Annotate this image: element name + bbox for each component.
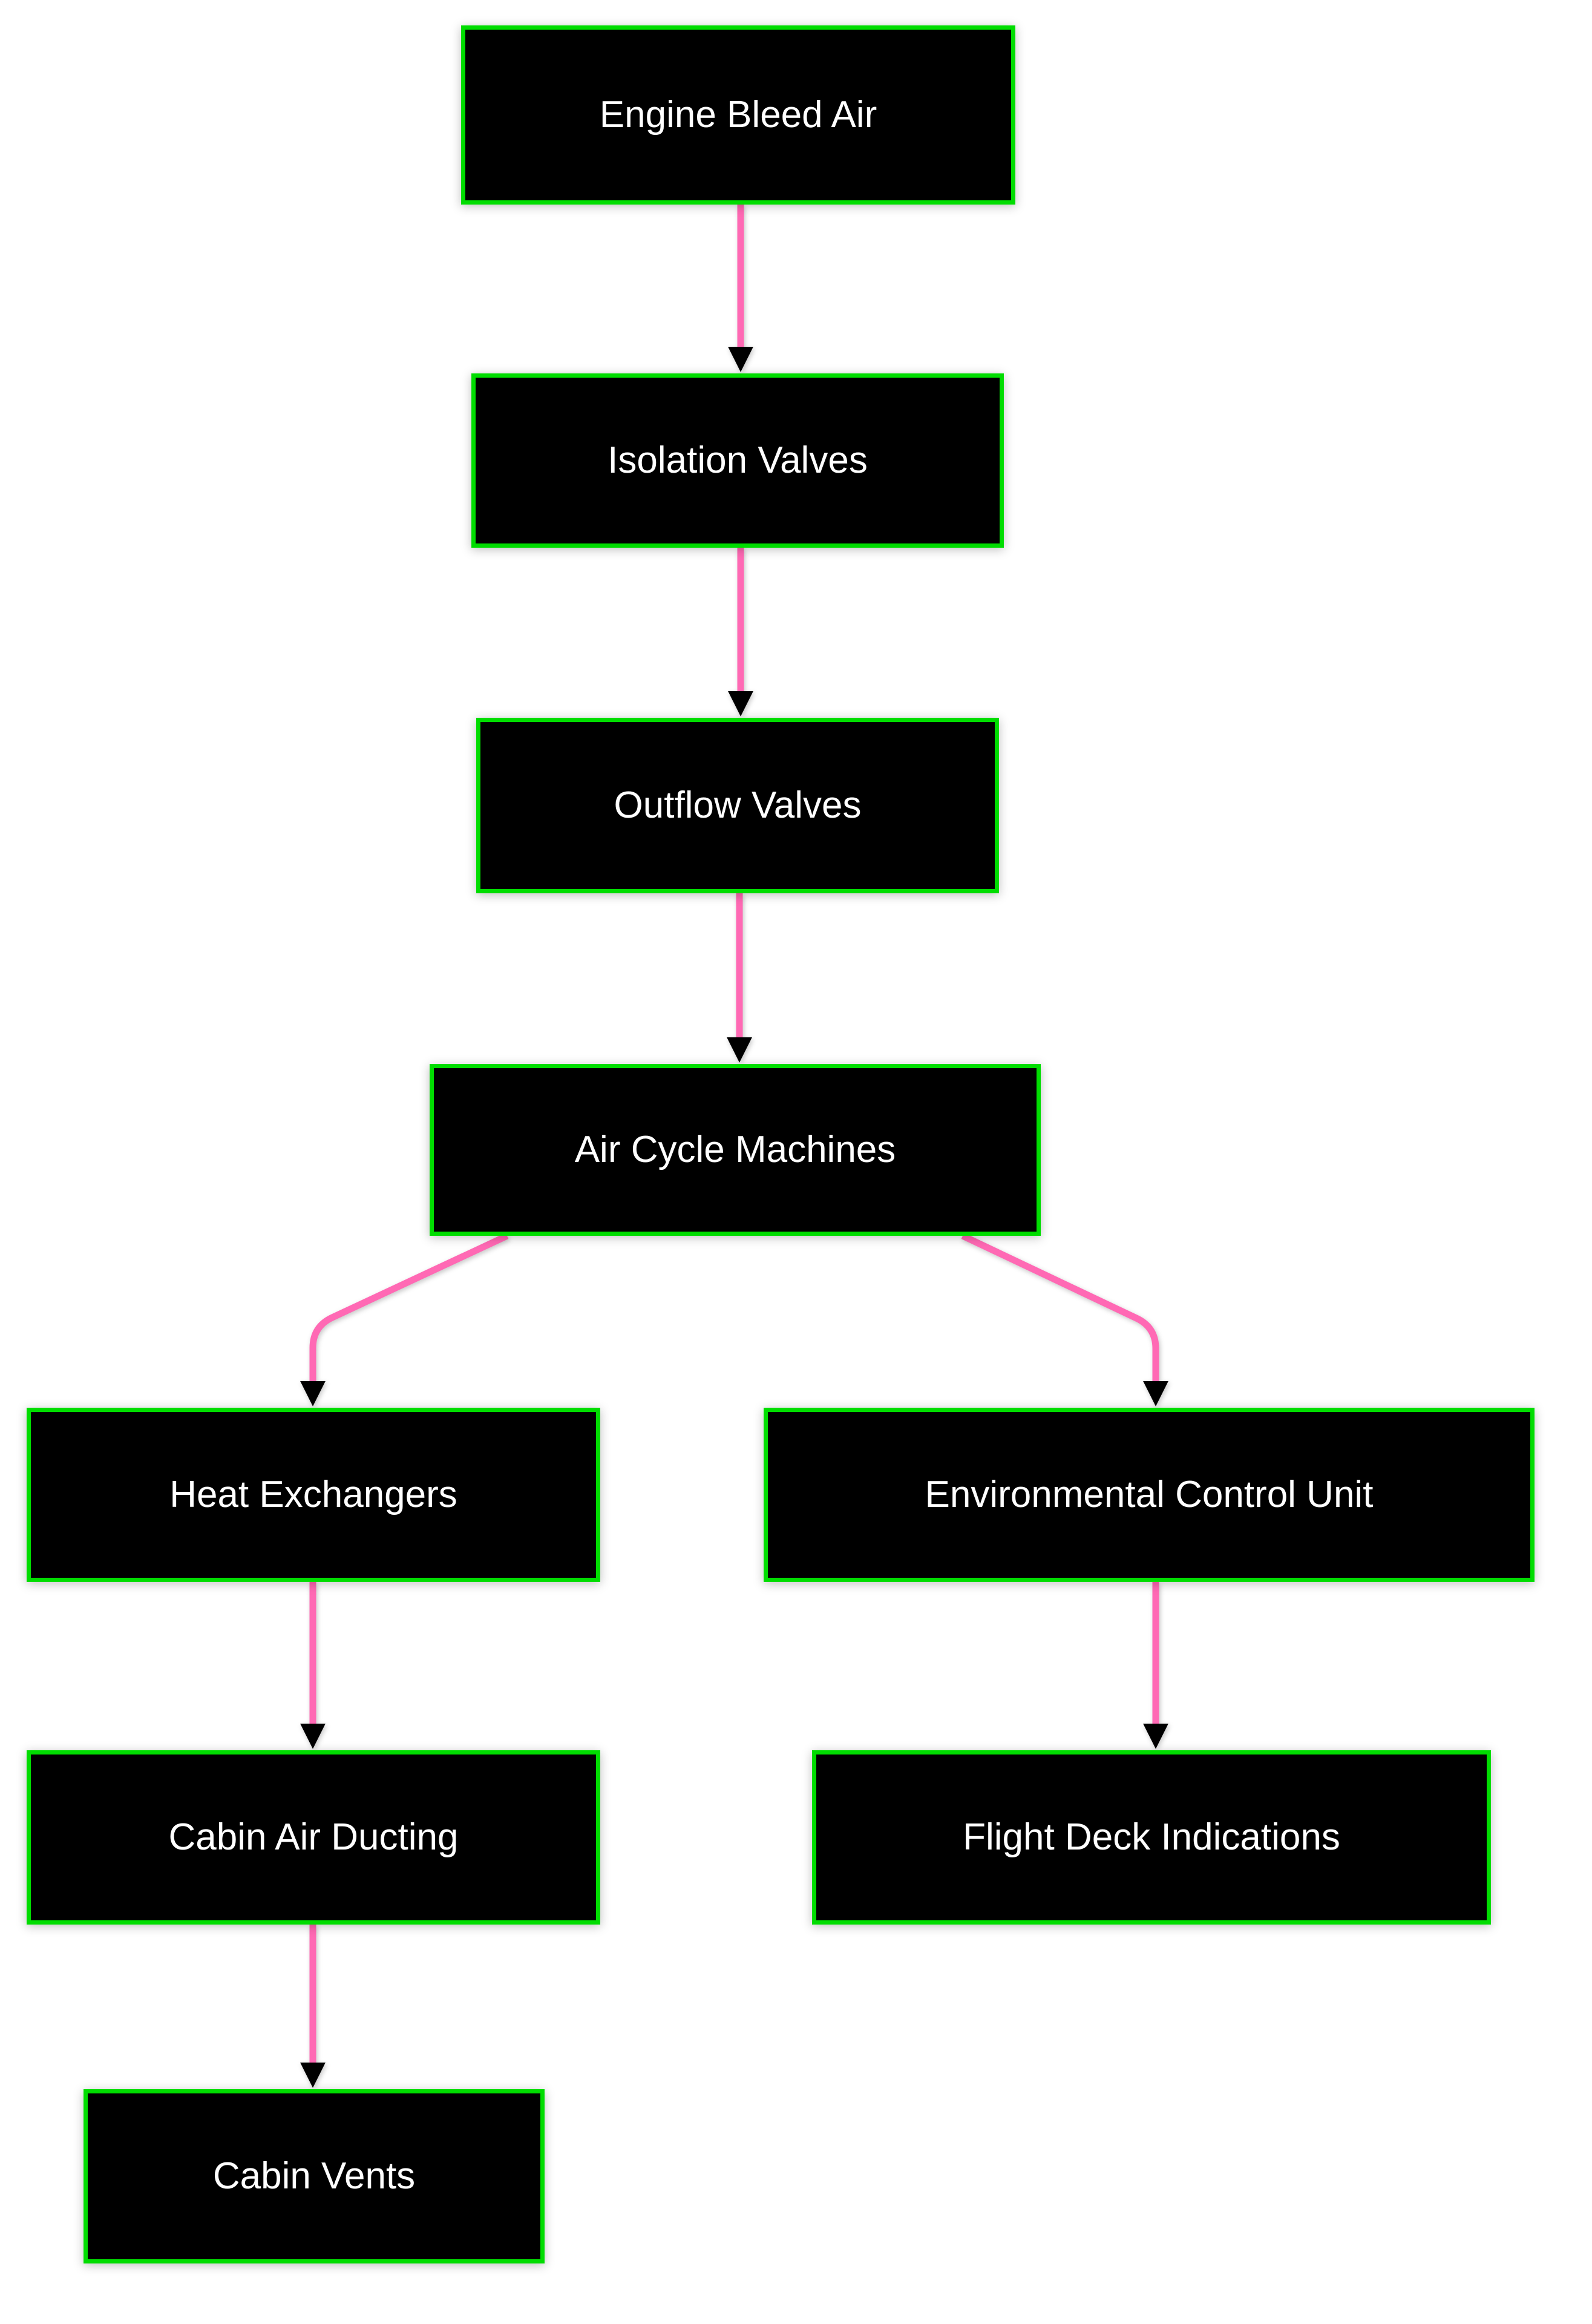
edge-air-cycle-machines-to-heat-exchangers (300, 1233, 509, 1407)
node-heat-exchangers: Heat Exchangers (27, 1408, 600, 1582)
node-outflow-valves: Outflow Valves (476, 718, 999, 893)
edge-air-cycle-machines-to-environmental-control-unit (961, 1233, 1168, 1407)
node-environmental-control-unit: Environmental Control Unit (764, 1408, 1535, 1582)
node-label-flight-deck-indications: Flight Deck Indications (963, 1816, 1340, 1858)
node-label-cabin-vents: Cabin Vents (212, 2155, 416, 2197)
node-label-engine-bleed-air: Engine Bleed Air (599, 93, 877, 136)
node-engine-bleed-air: Engine Bleed Air (461, 25, 1015, 205)
node-cabin-air-ducting: Cabin Air Ducting (27, 1750, 600, 1925)
node-isolation-valves: Isolation Valves (471, 373, 1004, 548)
node-label-heat-exchangers: Heat Exchangers (169, 1473, 457, 1515)
node-air-cycle-machines: Air Cycle Machines (430, 1064, 1041, 1236)
node-cabin-vents: Cabin Vents (84, 2089, 545, 2263)
node-label-cabin-air-ducting: Cabin Air Ducting (168, 1816, 459, 1858)
node-label-environmental-control-unit: Environmental Control Unit (925, 1473, 1374, 1515)
node-flight-deck-indications: Flight Deck Indications (812, 1750, 1491, 1925)
node-label-isolation-valves: Isolation Valves (608, 439, 868, 481)
node-label-outflow-valves: Outflow Valves (614, 784, 862, 826)
node-label-air-cycle-machines: Air Cycle Machines (574, 1128, 896, 1170)
